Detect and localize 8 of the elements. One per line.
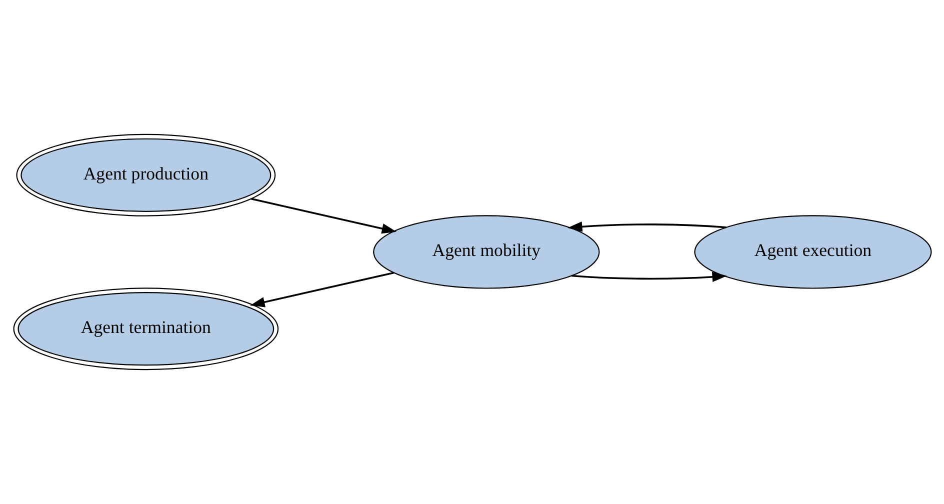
arrow: [570, 272, 726, 282]
arrow: [250, 272, 394, 308]
arrow: [567, 222, 726, 232]
node-ellipse: Agent production: [16, 134, 276, 216]
arrow: [250, 198, 396, 234]
node-ellipse: Agent termination: [12, 288, 278, 370]
node-ellipse: Agent mobility: [372, 215, 600, 289]
node-ellipse: Agent execution: [694, 215, 932, 289]
